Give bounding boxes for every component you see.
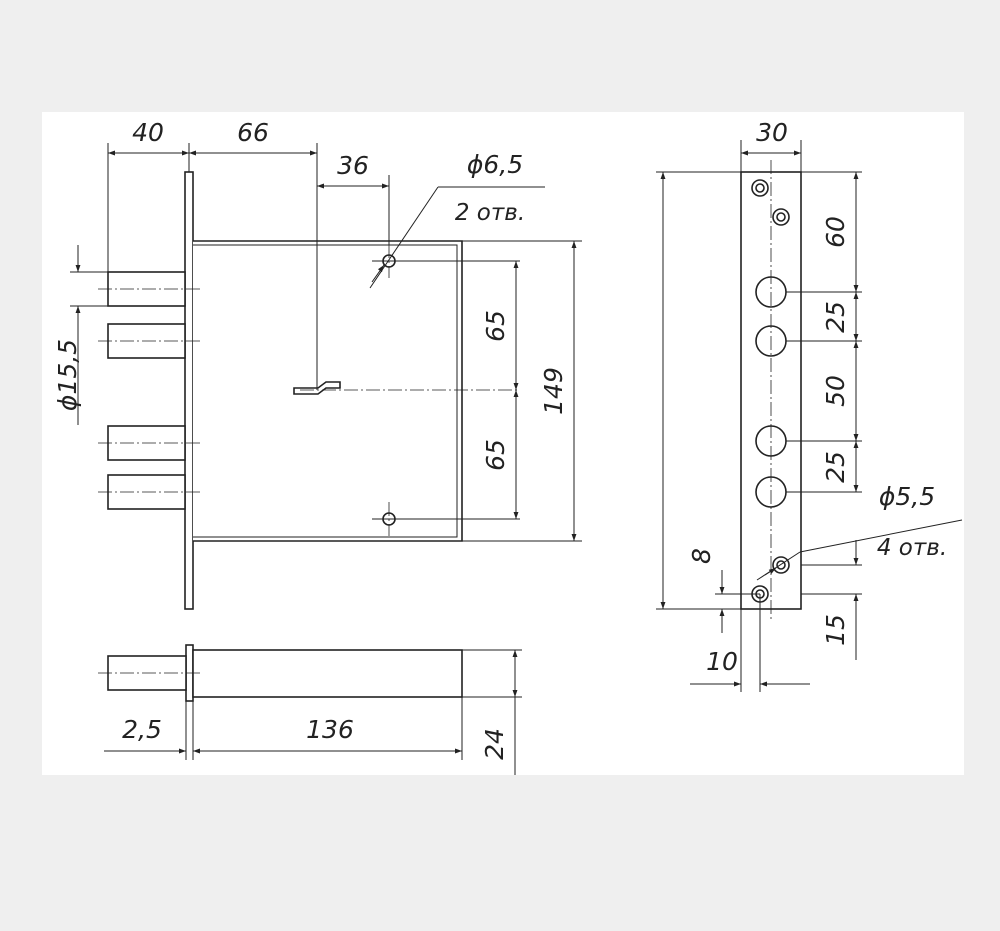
dim-2-5: 2,5 bbox=[122, 715, 162, 744]
dim-66: 66 bbox=[237, 118, 269, 147]
dim-65-upper: 65 bbox=[481, 310, 510, 342]
dim-25-upper: 25 bbox=[821, 301, 850, 333]
lock-body bbox=[193, 240, 463, 542]
dim-136: 136 bbox=[306, 715, 354, 744]
dim-10: 10 bbox=[706, 647, 738, 676]
dim-24: 24 bbox=[480, 728, 509, 760]
dim-8: 8 bbox=[687, 548, 716, 564]
dim-40: 40 bbox=[132, 118, 164, 147]
dim-65-lower: 65 bbox=[481, 439, 510, 471]
dim-149: 149 bbox=[539, 367, 568, 415]
dim-50: 50 bbox=[821, 375, 850, 407]
dim-60: 60 bbox=[821, 216, 850, 248]
dim-25-lower: 25 bbox=[821, 451, 850, 483]
strike-hole-diameter-label: ϕ5,5 bbox=[879, 482, 935, 511]
dim-30: 30 bbox=[756, 118, 788, 147]
bottom-lock-body bbox=[192, 649, 463, 698]
strike-hole-count-label: 4 отв. bbox=[877, 535, 947, 561]
bolt-diameter-label: ϕ15,5 bbox=[53, 339, 82, 411]
bottom-view: 24 2,5 136 bbox=[98, 644, 522, 775]
front-view: ϕ15,5 40 66 36 ϕ6,5 2 отв. 65 65 bbox=[53, 118, 582, 610]
hole-diameter-label: ϕ6,5 bbox=[467, 150, 523, 179]
dim-36: 36 bbox=[337, 151, 369, 180]
lock-body-inner bbox=[193, 244, 458, 538]
dim-15: 15 bbox=[821, 614, 850, 646]
face-plate bbox=[184, 171, 194, 610]
hole-count-label: 2 отв. bbox=[455, 200, 525, 226]
strike-plate-view: 30 60 25 50 25 ϕ5,5 4 отв. 8 bbox=[656, 118, 963, 692]
